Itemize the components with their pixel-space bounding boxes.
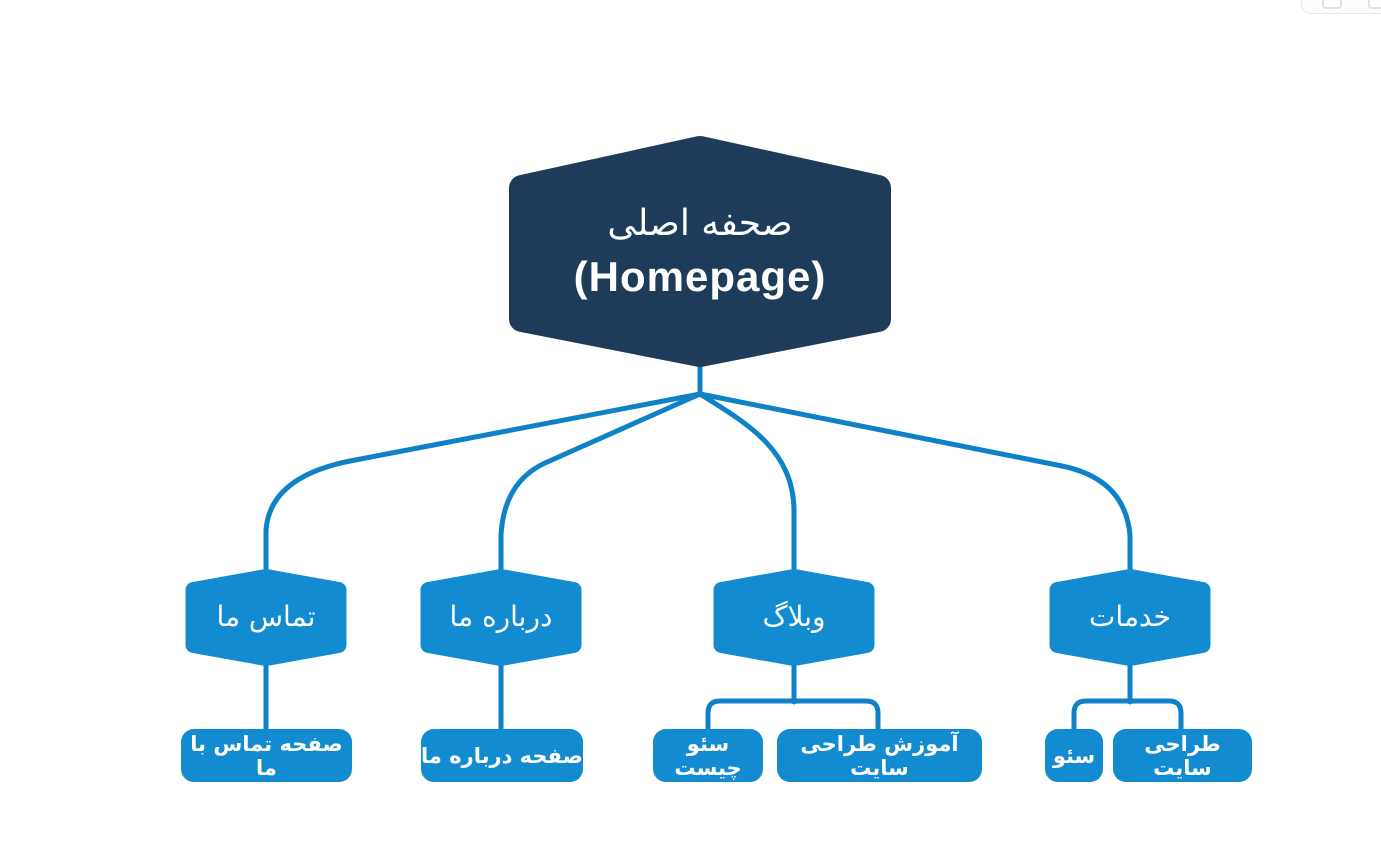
what-is-seo-label: سئو چیست	[674, 731, 742, 780]
node-about-page[interactable]: صفحه درباره ما	[421, 729, 583, 782]
contact-hexagon-shape	[185, 569, 347, 666]
connector-root-contact	[263, 391, 703, 583]
cropped-toolbar-button-icon[interactable]	[1322, 0, 1342, 9]
cropped-toolbar-button-icon[interactable]	[1368, 0, 1381, 9]
services-hexagon-shape	[1049, 569, 1211, 666]
connector-root-about	[498, 391, 703, 583]
cropped-toolbar-panel	[1301, 0, 1381, 14]
web-design-label: طراحی سایت	[1144, 731, 1221, 780]
connector-blog-bracket	[705, 698, 881, 736]
contact-page-box-shape	[181, 729, 352, 782]
node-contact-page[interactable]: صفحه تماس با ما	[181, 729, 352, 782]
connector-root-blog	[697, 391, 797, 583]
node-web-design-tutorial[interactable]: آموزش طراحی سایت	[777, 729, 982, 782]
node-what-is-seo[interactable]: سئو چیست	[653, 729, 763, 782]
about-label: درباره ما	[449, 599, 553, 633]
contact-page-label: صفحه تماس با ما	[190, 731, 343, 780]
node-services[interactable]: خدمات	[1050, 572, 1210, 660]
node-blog[interactable]: وبلاگ	[714, 572, 874, 660]
blog-hexagon-shape	[713, 569, 875, 666]
services-label: خدمات	[1089, 599, 1171, 633]
node-seo[interactable]: سئو	[1045, 729, 1103, 782]
connector-root-services	[697, 391, 1133, 583]
web-design-box-shape	[1113, 729, 1252, 782]
about-page-box-shape	[421, 729, 583, 782]
node-homepage[interactable]: صحفه اصلی (Homepage)	[510, 148, 890, 356]
node-about[interactable]: درباره ما	[421, 572, 581, 660]
contact-label: تماس ما	[216, 599, 316, 633]
node-contact[interactable]: تماس ما	[186, 572, 346, 660]
homepage-label-en: (Homepage)	[573, 252, 827, 300]
about-page-label: صفحه درباره ما	[421, 743, 583, 768]
web-design-tutorial-label: آموزش طراحی سایت	[800, 731, 959, 780]
blog-label: وبلاگ	[762, 599, 826, 633]
homepage-hexagon-shape	[509, 136, 891, 367]
homepage-label-fa: صحفه اصلی	[607, 203, 793, 245]
what-is-seo-box-shape	[653, 729, 763, 782]
about-hexagon-shape	[420, 569, 582, 666]
web-design-tutorial-box-shape	[777, 729, 982, 782]
node-web-design[interactable]: طراحی سایت	[1113, 729, 1252, 782]
seo-box-shape	[1045, 729, 1103, 782]
seo-label: سئو	[1052, 743, 1096, 768]
connector-services-bracket	[1071, 698, 1184, 736]
